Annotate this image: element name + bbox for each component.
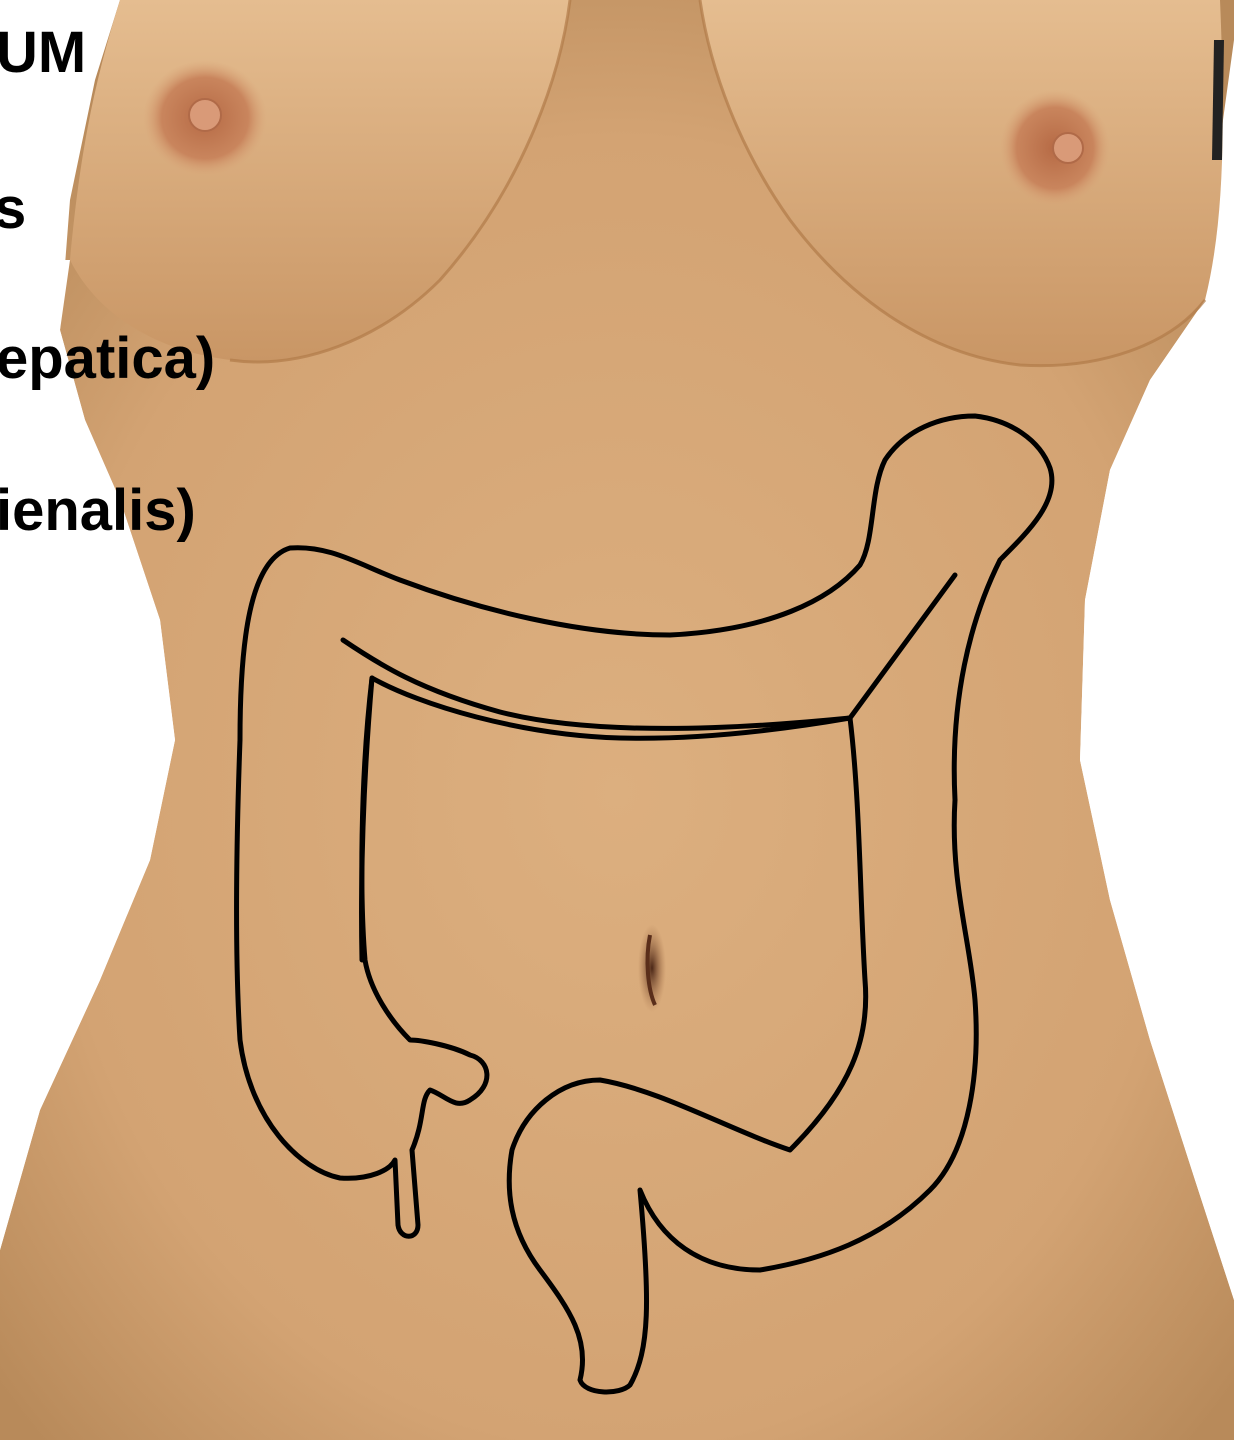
- label-line-3: epatica): [0, 326, 215, 391]
- left-nipple: [189, 99, 221, 131]
- label-line-1: UM: [0, 20, 86, 85]
- label-line-2: s: [0, 176, 26, 241]
- edge-mark: [1212, 40, 1224, 160]
- label-line-4: ienalis): [0, 478, 196, 543]
- right-nipple: [1053, 133, 1083, 163]
